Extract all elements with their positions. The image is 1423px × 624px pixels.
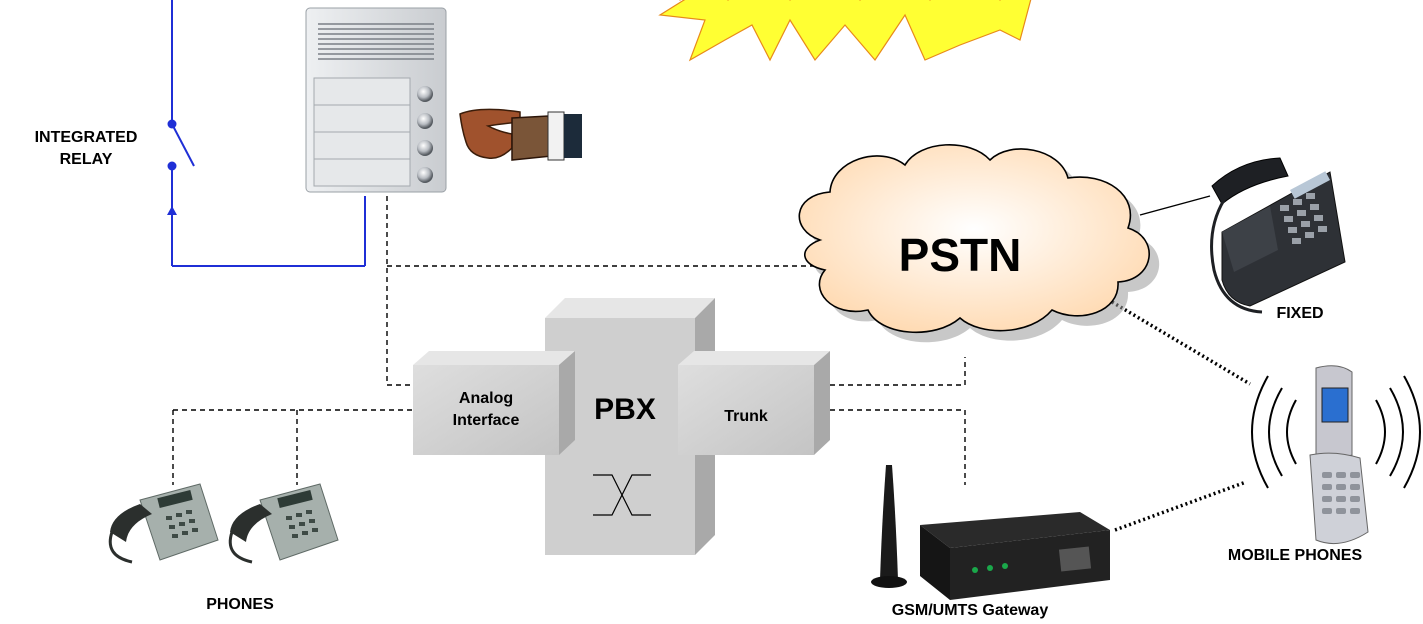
door-intercom-panel (305, 7, 447, 193)
trunk-label: Trunk (724, 408, 768, 425)
relay-label-line1: INTEGRATED (34, 129, 138, 146)
relay-arrow (167, 206, 177, 215)
desk-phone-icon (1210, 157, 1346, 314)
flip-mobile-phone-icon (1309, 365, 1369, 545)
office-phone-icon (228, 483, 339, 564)
phones-label: PHONES (206, 596, 274, 613)
mobile-phones-label: MOBILE PHONES (1227, 547, 1363, 564)
relay-wire (171, 0, 366, 267)
mobile-links (1111, 300, 1251, 532)
relay-contact-top (167, 119, 177, 129)
pstn-label: PSTN (898, 229, 1022, 281)
dashed-connections (172, 196, 966, 485)
signal-waves-icon (1251, 375, 1421, 489)
relay-contact-bottom (167, 161, 177, 171)
pbx-label: PBX (594, 393, 656, 426)
relay-label-line2: RELAY (59, 151, 113, 168)
switch-symbol (593, 474, 651, 516)
pointing-hand-icon (459, 108, 582, 161)
gsm-gateway-device (871, 465, 1110, 600)
integrated-relay-label: INTEGRATED RELAY (4, 127, 168, 171)
analog-interface-label: Analog Interface (413, 388, 559, 432)
analog-label-line1: Analog (458, 390, 514, 407)
office-phone-icon (108, 483, 219, 564)
fixed-label: FIXED (1276, 305, 1324, 322)
pbx-block (413, 298, 830, 555)
gateway-label: GSM/UMTS Gateway (891, 602, 1049, 619)
fixed-phone-line (1139, 195, 1211, 216)
analog-label-line2: Interface (452, 412, 520, 429)
starburst-shape (658, 0, 1032, 62)
pstn-cloud (798, 143, 1160, 343)
